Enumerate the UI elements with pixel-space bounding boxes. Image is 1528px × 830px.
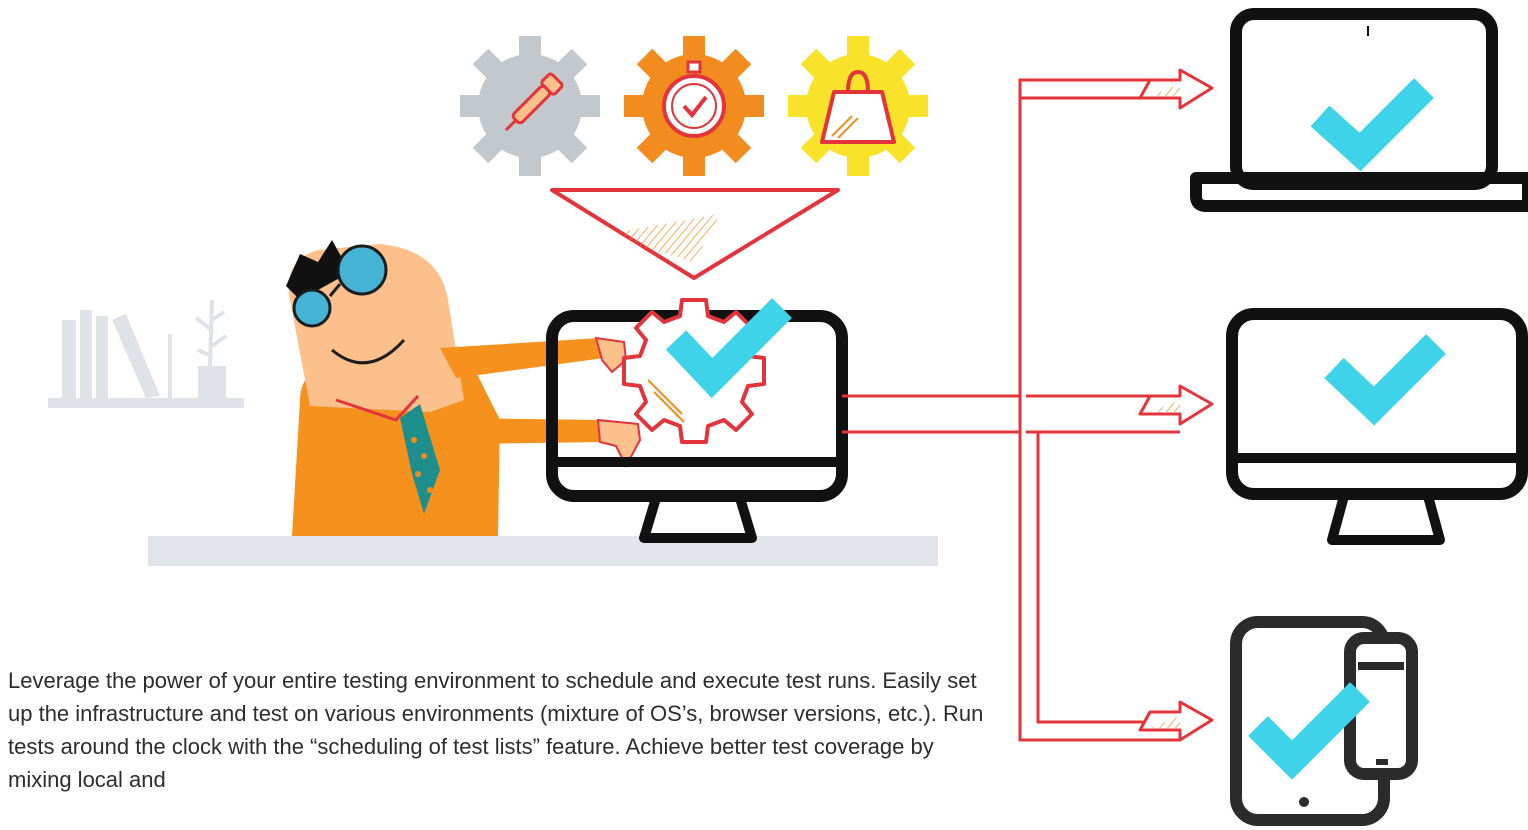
stopwatch-gear-icon bbox=[624, 36, 764, 176]
dropper-gear-icon bbox=[460, 36, 600, 176]
checkmark-icon bbox=[665, 298, 792, 399]
arrow-icon bbox=[1138, 700, 1214, 742]
weight-gear-icon bbox=[788, 36, 928, 176]
arrow-icon bbox=[1138, 68, 1214, 110]
desk bbox=[148, 536, 938, 566]
bookshelf-icon bbox=[48, 299, 244, 408]
description-text: Leverage the power of your entire testin… bbox=[8, 668, 984, 792]
laptop-icon bbox=[1190, 8, 1528, 212]
funnel-icon bbox=[550, 188, 840, 280]
connector-lines bbox=[842, 78, 1180, 742]
arrow-icon bbox=[1138, 384, 1214, 426]
tablet-phone-icon bbox=[1230, 616, 1418, 826]
character-illustration bbox=[286, 240, 642, 536]
desktop-monitor-icon bbox=[1226, 308, 1528, 545]
